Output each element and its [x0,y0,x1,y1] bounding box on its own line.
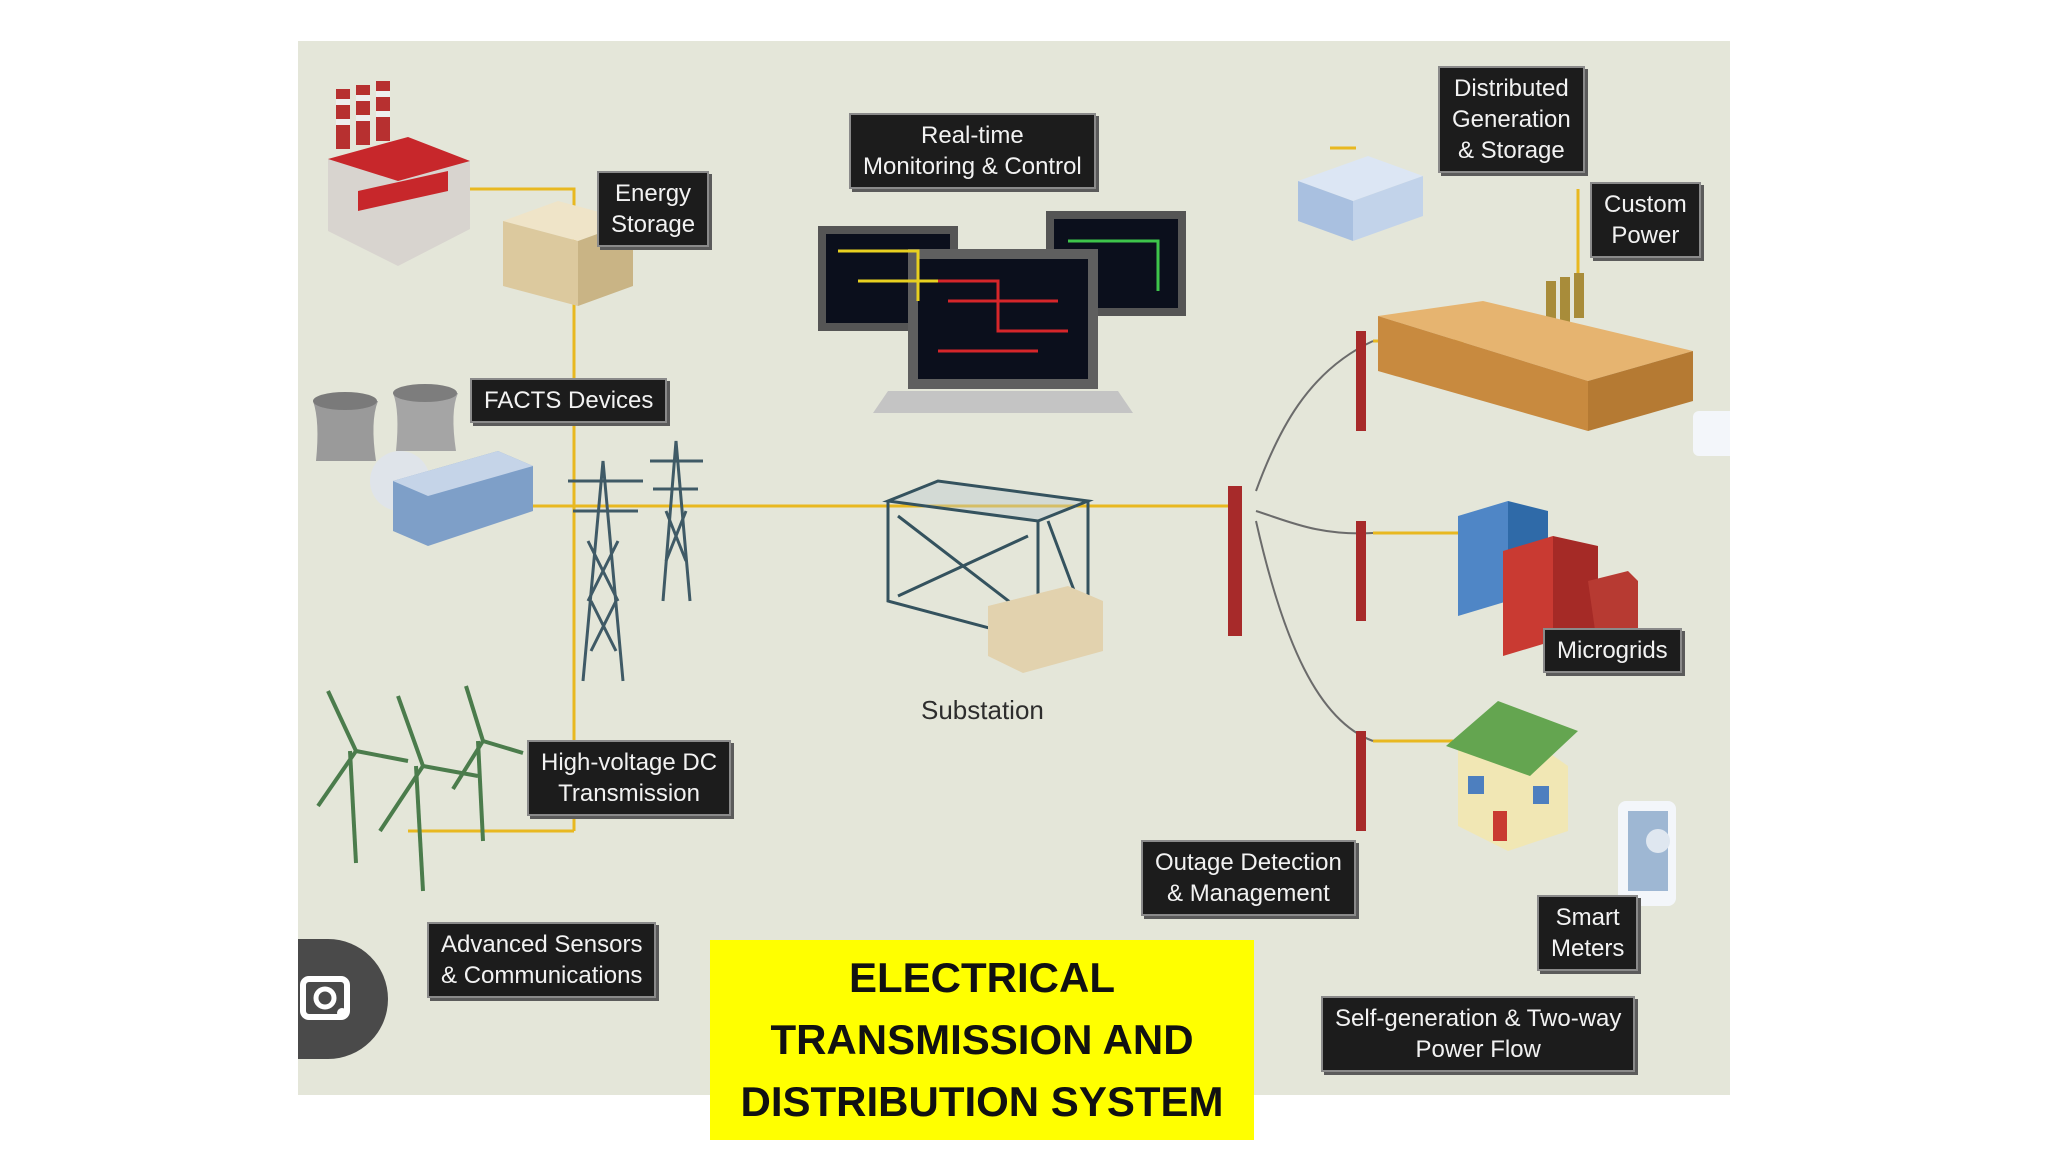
substation-label: Substation [921,695,1044,725]
distributed-generation-label: Distributed Generation & Storage [1438,66,1585,173]
microgrids-label: Microgrids [1543,628,1682,673]
feeder-lines [1255,340,1374,742]
outage-detection-label: Outage Detection & Management [1141,840,1356,916]
lens-search-icon[interactable] [298,939,390,1059]
smart-grid-illustration [313,81,1730,906]
energy-storage-label: Energy Storage [597,171,710,247]
smart-meters-label: Smart Meters [1537,895,1639,971]
substation-icon [882,479,1103,673]
custom-power-label: Custom Power [1590,182,1701,258]
title-banner: ELECTRICAL TRANSMISSION AND DISTRIBUTION… [710,940,1254,1140]
distributed-generation-icon [1298,156,1423,241]
power-plant-icon [313,384,533,546]
slide-title: ELECTRICAL TRANSMISSION AND DISTRIBUTION… [740,954,1224,1125]
utility-poles-icon [1228,331,1366,831]
hvdc-label: High-voltage DC Transmission [527,740,732,816]
microgrid-buildings-icon [1458,501,1638,656]
monitors-icon [818,211,1186,413]
facts-devices-label: FACTS Devices [470,378,668,423]
industrial-building-icon [1378,273,1730,456]
transmission-towers-icon [568,440,703,682]
wind-turbines-icon [316,685,524,892]
advanced-sensors-label: Advanced Sensors & Communications [427,922,657,998]
factory-icon [328,81,470,266]
smart-meter-icon [1618,801,1676,906]
house-icon [1446,701,1578,851]
self-generation-label: Self-generation & Two-way Power Flow [1321,996,1636,1072]
realtime-monitoring-label: Real-time Monitoring & Control [849,113,1096,189]
